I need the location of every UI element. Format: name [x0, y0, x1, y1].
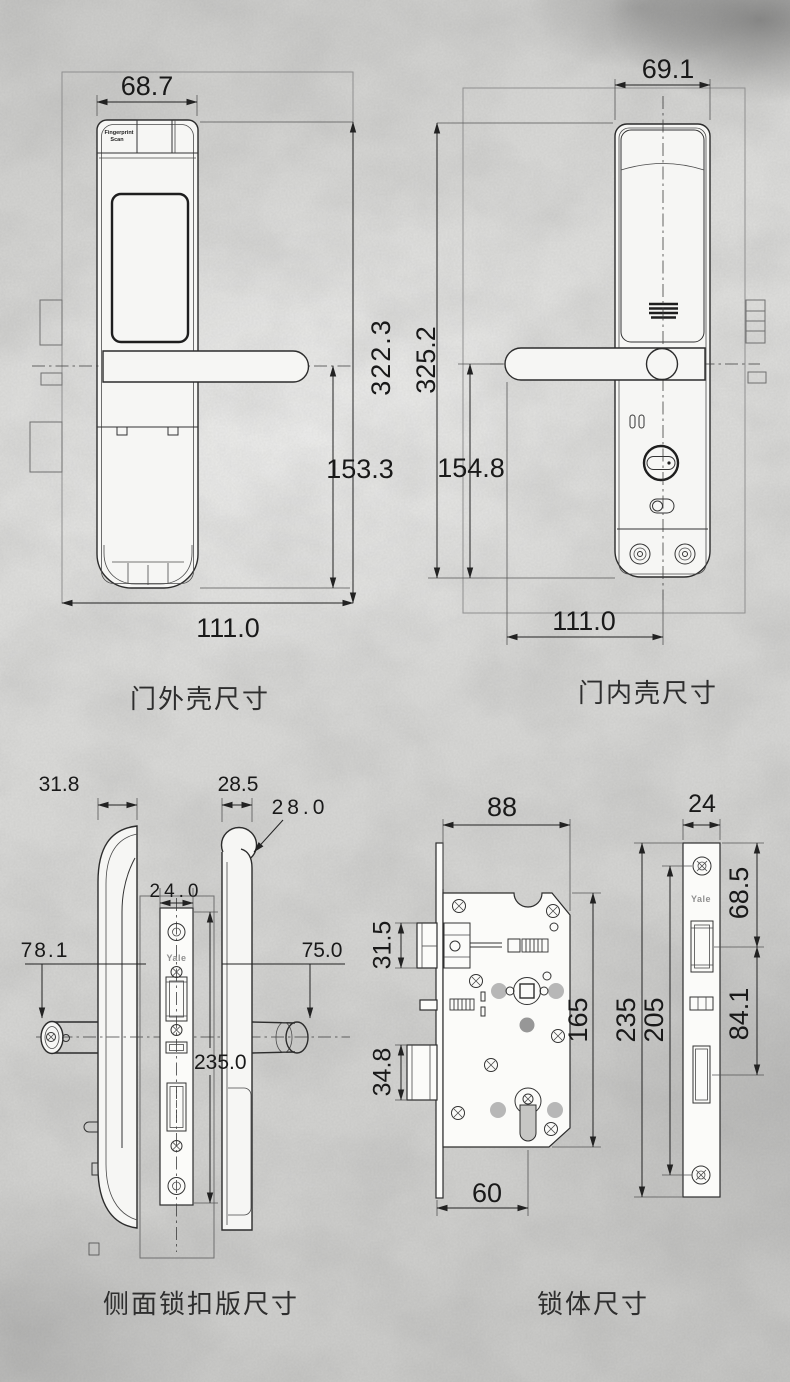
dim-inner-depth: 28.5	[218, 773, 259, 796]
fingerprint-label-line1: Fingerprint	[104, 130, 133, 136]
deadbolt-cutout	[166, 1082, 187, 1132]
dim-handle-diameter: 28.0	[272, 796, 329, 819]
dim-plate-width: 24.0	[150, 881, 203, 902]
dim-latch-height: 31.5	[369, 921, 397, 970]
latch-mechanism	[443, 922, 549, 969]
spindle-hub	[505, 977, 549, 1005]
faceplate-latch-cutout	[690, 920, 714, 973]
cylinder-hole	[514, 1087, 542, 1142]
indicator-slots	[629, 414, 645, 429]
dim-inner-total-height: 325.2	[411, 326, 441, 394]
lock-body-dimensions: 88 24 31.5 34.8 165 235 205 68.5 84.1	[369, 790, 764, 1216]
dim-outer-handle-to-bottom: 153.3	[326, 454, 394, 484]
fingerprint-sensor	[136, 119, 173, 154]
dim-outer-overall-width: 111.0	[196, 613, 260, 643]
mortise-lock-case	[442, 892, 571, 1148]
panel-inner-front: 69.1 325.2 154.8 111.0 门内壳尺寸	[411, 54, 767, 708]
inner-unit-side-view	[220, 826, 258, 1231]
privacy-pin	[83, 1121, 98, 1133]
faceplate-front-view: Yale	[682, 842, 721, 1198]
privacy-switch	[649, 498, 675, 514]
outer-handle-side	[40, 1020, 98, 1055]
phillips-screw	[170, 1140, 183, 1152]
dim-faceplate-height: 235	[611, 997, 641, 1042]
outer-dimensions: 68.7 322.3 153.3 111.0	[61, 71, 396, 643]
handle-screw	[46, 1032, 56, 1042]
touch-keypad-screen	[110, 192, 190, 344]
inner-handle-side	[251, 1021, 309, 1054]
caption-side-strike: 侧面锁扣版尺寸	[103, 1289, 299, 1319]
panel-lock-body: Yale 88 24 31.5	[369, 790, 764, 1319]
strike-plate-brand: Yale	[166, 953, 186, 963]
deadbolt	[406, 1044, 438, 1101]
dim-inner-overall-width: 111.0	[552, 606, 616, 636]
dim-outer-total-height: 322.3	[366, 318, 396, 396]
battery-cover	[620, 129, 705, 343]
aux-cutout	[165, 1041, 188, 1054]
deadbolt-mechanism	[449, 991, 486, 1017]
caption-lock-body: 锁体尺寸	[537, 1289, 649, 1319]
inner-bounding-box	[462, 87, 746, 614]
dim-latch-to-deadbolt: 84.1	[724, 988, 754, 1041]
faceplate-aux-cutout	[689, 996, 714, 1011]
dim-body-height: 165	[563, 997, 593, 1042]
caption-outer-front: 门外壳尺寸	[130, 684, 270, 714]
dim-plate-height: 235.0	[194, 1051, 247, 1074]
dim-outer-top-width: 68.7	[121, 71, 174, 101]
dim-top-to-latch: 68.5	[724, 867, 754, 920]
latch-cutout	[165, 976, 188, 1022]
phillips-screw	[170, 1024, 183, 1036]
dim-body-width: 88	[487, 792, 517, 822]
aux-bolt	[419, 999, 438, 1011]
inner-handle	[504, 347, 706, 381]
thumbturn	[642, 444, 680, 482]
rivets	[490, 983, 564, 1118]
dim-screw-spacing: 205	[639, 997, 669, 1042]
dim-inner-handle-length: 75.0	[302, 939, 343, 962]
dim-deadbolt-height: 34.8	[369, 1048, 397, 1097]
lock-faceplate-edge	[435, 842, 444, 1199]
outer-handle	[102, 350, 310, 383]
dim-outer-handle-length: 78.1	[21, 939, 70, 962]
panel-outer-front: Fingerprint Scan 68.7 322.3 153.3 111.0 …	[29, 71, 396, 714]
panel-side-strike: Yale	[21, 773, 350, 1319]
side-dimensions: 31.8 28.5 28.0 24.0 78.1 75.0 235.0	[21, 773, 345, 1204]
case-screws	[451, 899, 565, 1136]
dim-inner-handle-to-bottom: 154.8	[437, 453, 505, 483]
faceplate-brand: Yale	[691, 894, 711, 904]
inner-dimensions: 69.1 325.2 154.8 111.0	[411, 54, 711, 645]
strike-plate-assembly: Yale	[139, 895, 215, 1259]
mounting-screws	[629, 543, 696, 565]
faceplate-deadbolt-cutout	[692, 1045, 711, 1104]
speaker-grille	[649, 302, 678, 319]
outer-unit-side-view	[83, 825, 138, 1256]
dim-inner-top-width: 69.1	[642, 54, 695, 84]
outer-door-edge-bolts	[29, 299, 63, 473]
dim-outer-depth: 31.8	[39, 773, 80, 796]
latch-bolt	[416, 922, 438, 969]
fingerprint-label-line2: Scan	[110, 137, 124, 143]
inner-door-edge-bolts	[745, 299, 767, 384]
dim-faceplate-width: 24	[688, 790, 716, 818]
dim-backset: 60	[472, 1178, 502, 1208]
caption-inner-front: 门内壳尺寸	[578, 678, 718, 708]
